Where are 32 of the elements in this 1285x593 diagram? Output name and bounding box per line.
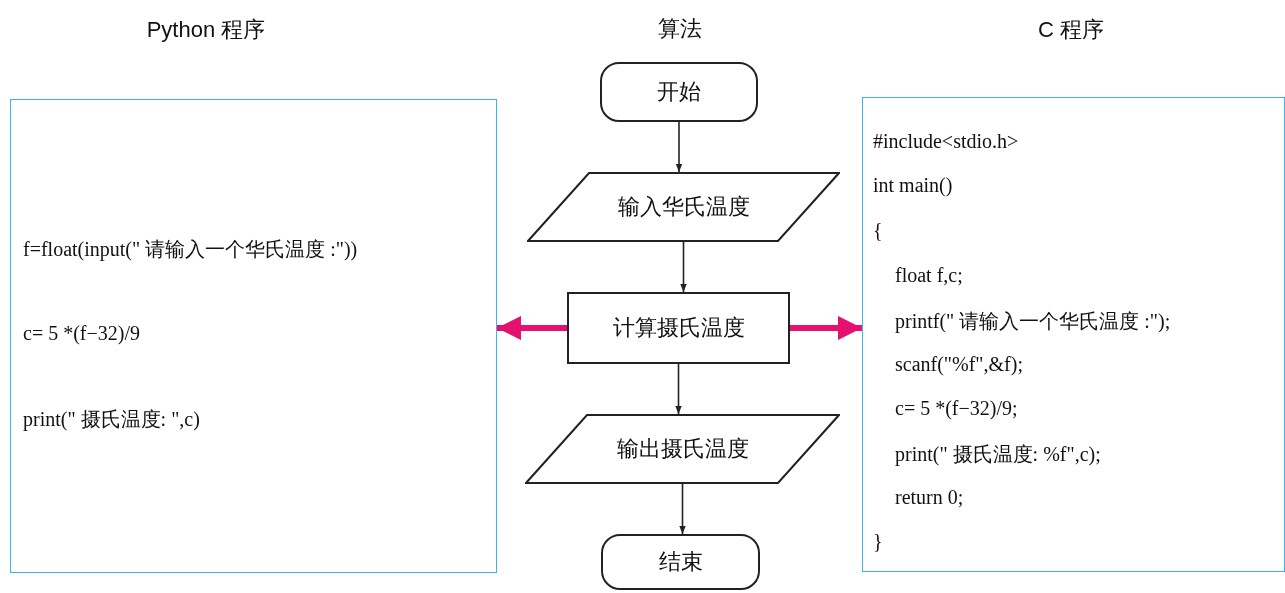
code-line: { [873,219,883,242]
code-line: c= 5 *(f−32)/9 [23,322,140,345]
code-line: int main() [873,174,953,197]
code-line: print(" 摄氏温度: %f",c); [895,442,1101,468]
code-line: f=float(input(" 请输入一个华氏温度 :")) [23,237,358,263]
io-parallelogram [527,172,840,242]
step-text: 开始 [657,78,701,106]
step-text: 结束 [658,548,703,576]
code-line: scanf("%f",&f); [895,353,1023,376]
arrow [790,316,862,340]
io-parallelogram [525,414,840,484]
step-text: 计算摄氏温度 [612,314,745,342]
code-line: print(" 摄氏温度: ",c) [23,407,200,433]
code-line: return 0; [895,486,964,509]
column-heading: 算法 [658,15,702,43]
step-text: 输出摄氏温度 [616,435,749,463]
step-text: 输入华氏温度 [617,193,750,221]
code-line: #include<stdio.h> [873,130,1019,153]
arrow [497,316,567,340]
terminal-box [601,534,760,590]
code-line: float f,c; [895,264,963,287]
arrow [675,363,682,415]
terminal-box [600,62,758,122]
process-box [567,292,790,364]
column-heading: C 程序 [1038,16,1104,44]
column-heading: Python 程序 [146,16,266,44]
arrow [675,121,683,173]
code-line: } [873,530,883,553]
arrow [680,241,687,293]
code-line: c= 5 *(f−32)/9; [895,397,1018,420]
code-line: printf(" 请输入一个华氏温度 :"); [895,309,1171,335]
arrow [679,483,686,535]
